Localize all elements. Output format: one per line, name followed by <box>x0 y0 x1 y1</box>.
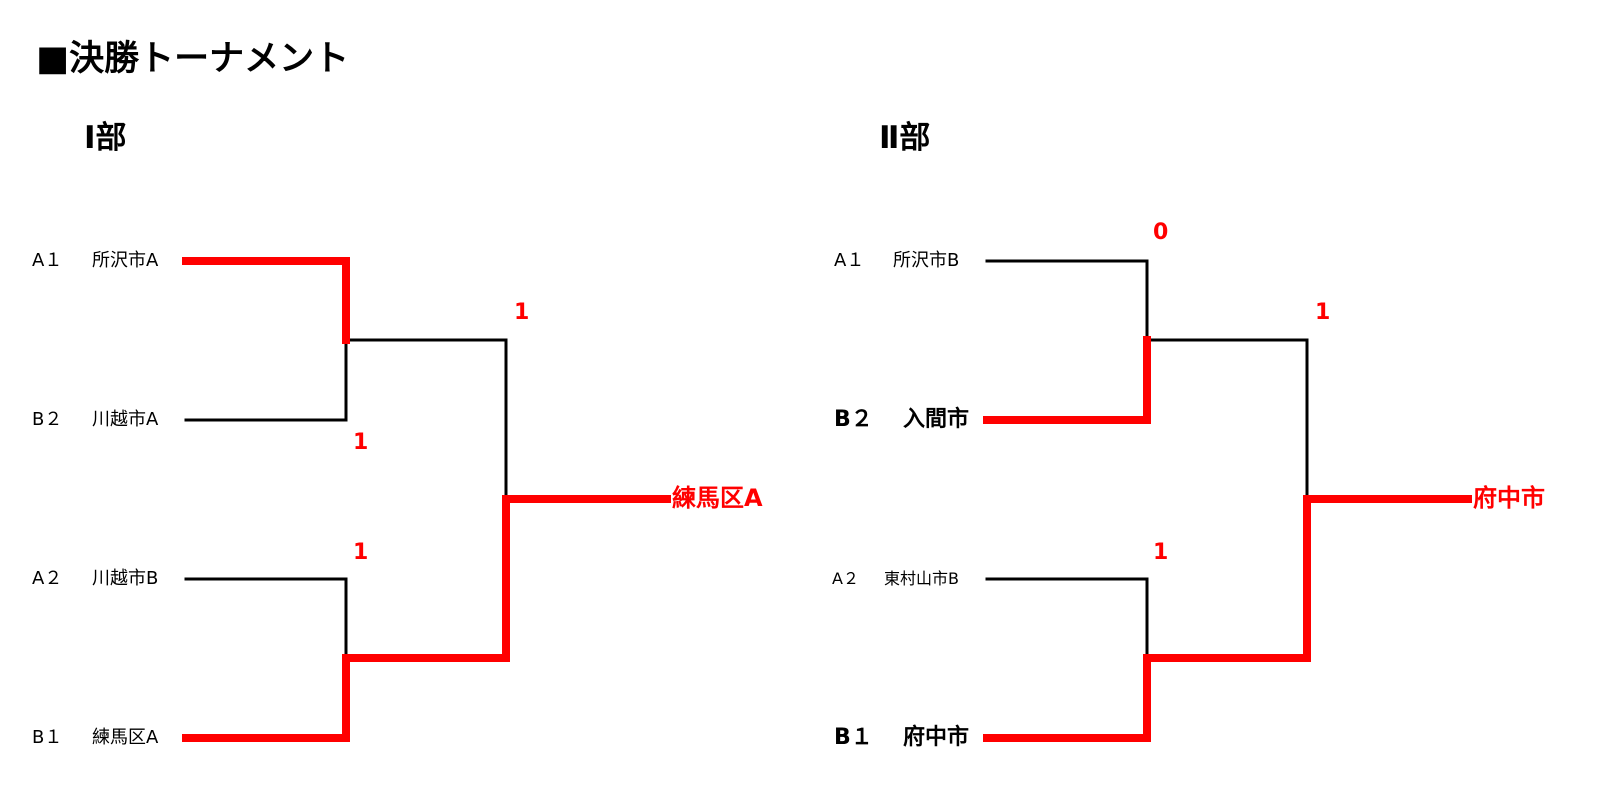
division-1-title: Ⅰ部 <box>84 120 127 156</box>
champion-label: 府中市 <box>1473 484 1545 512</box>
final-score: 1 <box>514 300 530 325</box>
semifinal-score: 1 <box>353 430 369 455</box>
seed-label: B２ <box>32 409 63 430</box>
team-name: 東村山市B <box>884 569 959 588</box>
semifinal-score: 1 <box>1153 540 1169 565</box>
team-name: 練馬区A <box>92 727 159 748</box>
champion-label: 練馬区A <box>672 484 763 512</box>
final-score: 1 <box>1315 300 1331 325</box>
division-2-title: Ⅱ部 <box>879 120 931 156</box>
team-name: 川越市A <box>92 409 159 430</box>
seed-label: A１ <box>834 250 865 271</box>
team-name: 入間市 <box>903 407 970 432</box>
page-title: ■決勝トーナメント <box>36 39 350 79</box>
seed-label: B１ <box>32 727 63 748</box>
seed-label: B２ <box>834 407 873 432</box>
seed-label: A１ <box>32 250 63 271</box>
seed-label: A２ <box>832 569 859 588</box>
team-name: 府中市 <box>903 725 970 750</box>
seed-label: A２ <box>32 568 63 589</box>
semifinal-score: 0 <box>1153 220 1169 245</box>
seed-label: B１ <box>834 725 873 750</box>
team-name: 川越市B <box>92 568 159 589</box>
semifinal-score: 1 <box>353 540 369 565</box>
team-name: 所沢市A <box>92 250 159 271</box>
team-name: 所沢市B <box>893 250 960 271</box>
